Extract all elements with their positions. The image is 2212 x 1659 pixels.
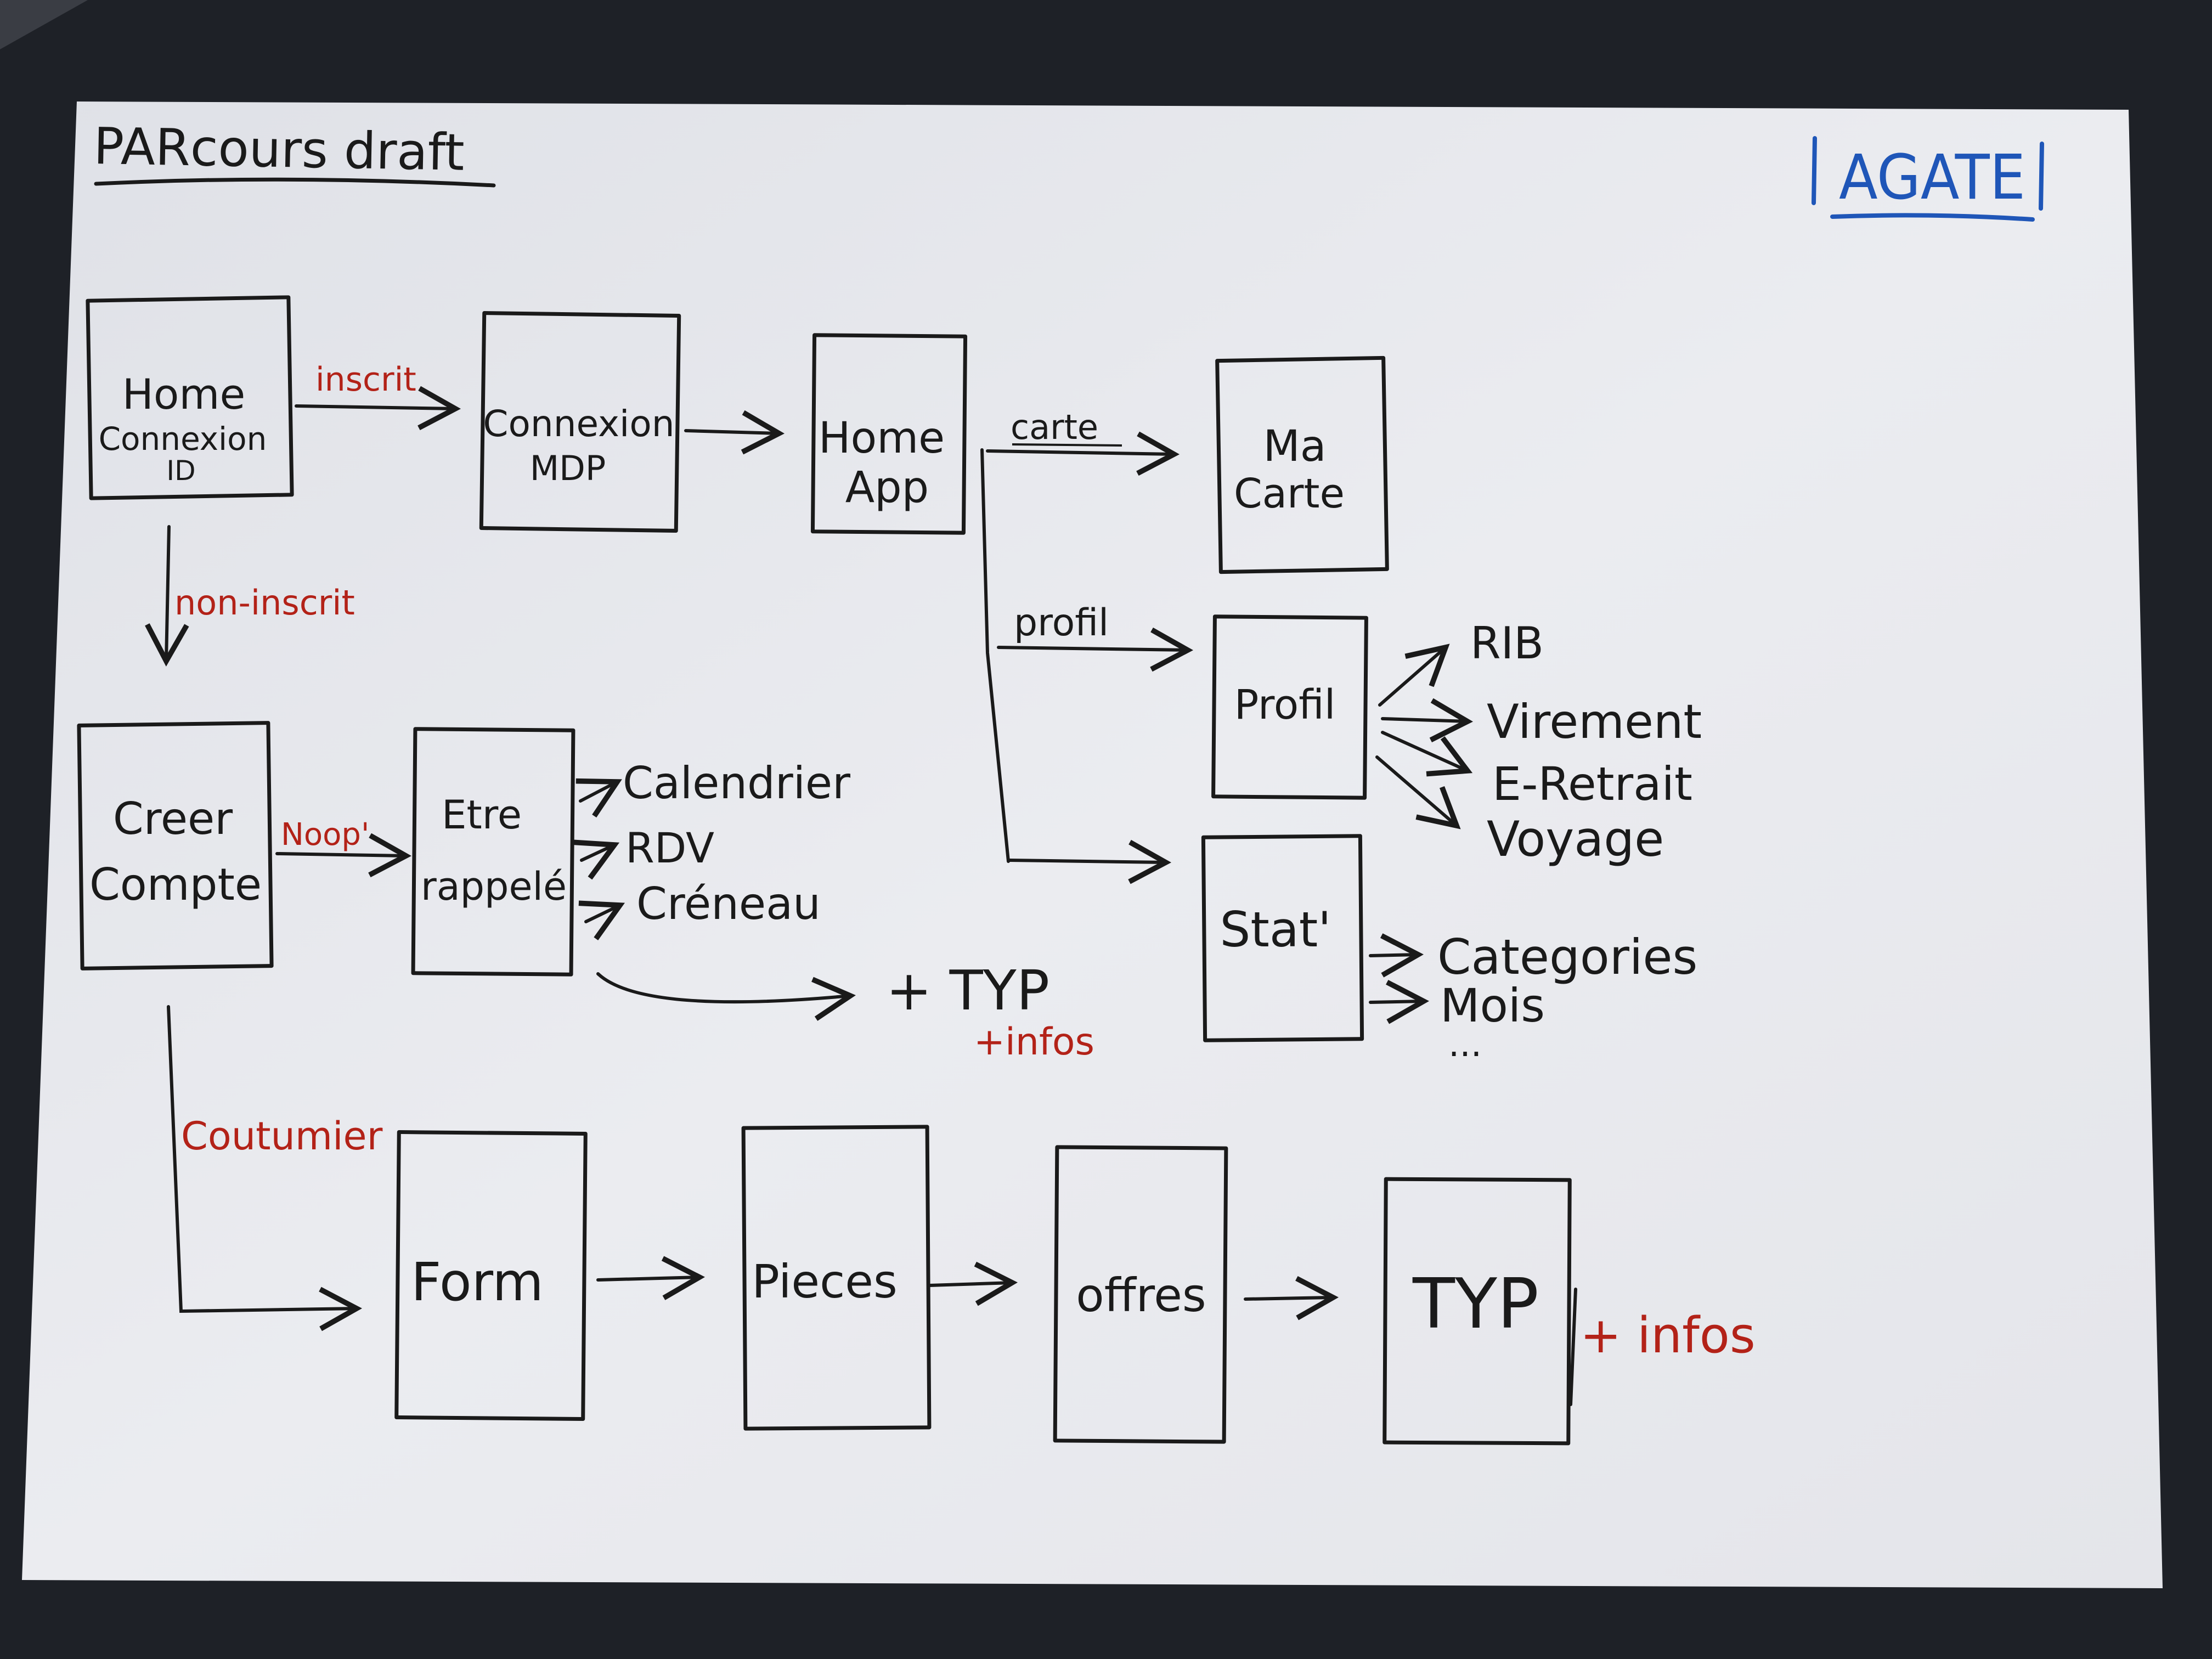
label-typ: TYP — [1412, 1263, 1539, 1344]
label-creer: Creer — [113, 793, 233, 844]
edge-rappel-to-typ — [596, 972, 856, 1021]
label-non-inscrit: non-inscrit — [174, 583, 355, 623]
edge-rappel-creneau — [578, 900, 625, 940]
node-creer-compte-box — [77, 721, 274, 970]
label-noop: Noop' — [281, 817, 369, 853]
label-typ-note: + TYP — [886, 958, 1049, 1023]
label-rappele: rappelé — [421, 864, 567, 909]
label-etre: Etre — [442, 792, 522, 838]
label-connexion-2: Connexion — [483, 403, 674, 445]
label-mdp: MDP — [530, 448, 606, 488]
edge-profil-voyage — [1375, 755, 1461, 830]
edge-profil-eretrait — [1381, 731, 1473, 777]
header: PARcours draft AGATE — [93, 117, 2044, 222]
label-form: Form — [411, 1251, 544, 1313]
node-profil-box — [1211, 614, 1368, 800]
label-voyage: Voyage — [1487, 811, 1664, 867]
label-coutumier: Coutumier — [181, 1114, 383, 1159]
label-home: Home — [122, 370, 245, 419]
edge-typ-note-bar — [1569, 1288, 1577, 1406]
edge-to-stat — [1008, 839, 1172, 884]
label-connexion-1: Connexion — [99, 420, 267, 458]
edge-home-down — [145, 525, 189, 667]
node-ma-carte-box — [1215, 356, 1389, 574]
node-labels: Home Connexion ID Connexion MDP Home App… — [89, 370, 1539, 1344]
label-ellipsis: ... — [1448, 1024, 1482, 1065]
node-home-app-box — [810, 333, 968, 535]
edge-offres-to-typ — [1244, 1276, 1339, 1321]
edge-rappel-calendrier — [575, 778, 622, 818]
label-calendrier: Calendrier — [623, 758, 850, 809]
label-carte: Carte — [1234, 470, 1345, 517]
label-eretrait: E-Retrait — [1492, 757, 1692, 811]
edge-profil-rib — [1378, 644, 1450, 707]
edge-labels: inscrit non-inscrit Noop' Coutumier +inf… — [174, 360, 1756, 1364]
label-final-note: + infos — [1580, 1307, 1756, 1364]
node-typ-box — [1383, 1177, 1572, 1446]
label-stat: Stat' — [1220, 901, 1331, 958]
paper-sheet — [22, 101, 2163, 1588]
page-title: PARcours draft — [93, 117, 465, 182]
node-boxes — [77, 295, 1572, 1446]
edge-stat-mois — [1369, 980, 1430, 1024]
label-rib: RIB — [1470, 618, 1544, 669]
edge-rappel-rdv — [573, 839, 620, 880]
label-home-app-1: Home — [819, 414, 945, 463]
node-pieces-box — [741, 1125, 932, 1431]
edge-homeapp-trunk — [980, 448, 1010, 863]
edge-home-to-mdp — [295, 386, 461, 431]
label-home-app-2: App — [845, 463, 929, 512]
node-stat-box — [1201, 834, 1364, 1042]
label-offres: offres — [1076, 1268, 1206, 1322]
node-etre-rappele-box — [411, 727, 575, 977]
label-ma: Ma — [1263, 422, 1326, 471]
label-profil-edge: profil — [1014, 601, 1109, 645]
label-mois: Mois — [1440, 979, 1545, 1032]
node-connexion-mdp-box — [479, 311, 681, 533]
edge-creer-down — [167, 1005, 363, 1331]
label-categories: Categories — [1437, 929, 1697, 985]
edge-creer-to-rappel — [275, 833, 412, 878]
logo-text: AGATE — [1839, 142, 2025, 213]
label-id: ID — [166, 455, 195, 487]
connectors — [145, 386, 1577, 1406]
label-typ-sub: +infos — [974, 1020, 1094, 1064]
label-compte: Compte — [89, 859, 262, 910]
edge-stat-categories — [1369, 933, 1424, 978]
label-creneau: Créneau — [636, 878, 821, 929]
node-home-connexion-box — [86, 295, 294, 500]
label-inscrit: inscrit — [315, 360, 416, 399]
edge-to-ma-carte — [986, 431, 1180, 476]
label-carte-edge: carte — [1011, 407, 1098, 447]
label-rdv: RDV — [625, 823, 714, 872]
label-profil: Profil — [1234, 681, 1336, 729]
edge-mdp-to-homeapp — [684, 410, 785, 455]
node-form-box — [394, 1130, 588, 1421]
label-pieces: Pieces — [752, 1255, 897, 1308]
agate-logo — [1812, 136, 2044, 222]
branch-labels: carte profil RIB Virement E-Retrait Voya… — [623, 407, 1702, 1065]
edge-to-profil — [997, 627, 1194, 672]
edge-form-to-pieces — [596, 1256, 706, 1300]
label-virement: Virement — [1487, 695, 1702, 749]
edge-profil-virement — [1381, 698, 1474, 743]
edge-pieces-to-offres — [928, 1261, 1018, 1306]
node-offres-box — [1053, 1145, 1228, 1444]
